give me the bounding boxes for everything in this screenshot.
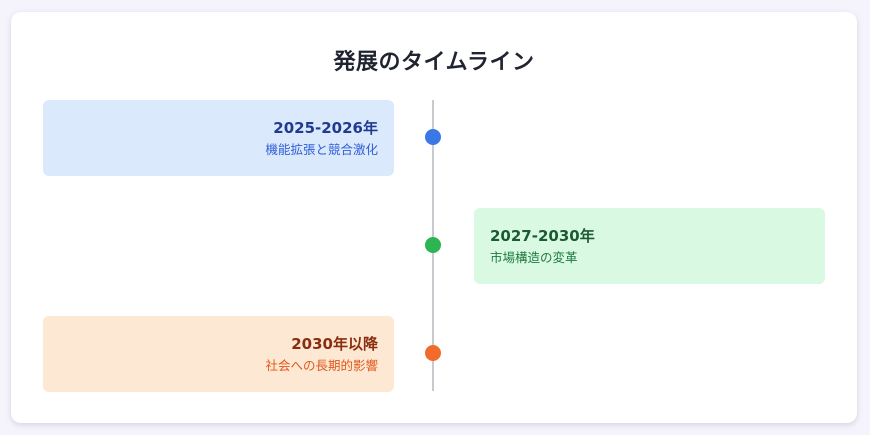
event-year: 2030年以降 bbox=[291, 335, 378, 353]
timeline-marker-dot bbox=[425, 129, 441, 145]
timeline-card: 発展のタイムライン 2025-2026年 機能拡張と競合激化 2027-2030… bbox=[11, 12, 857, 423]
timeline-event-2030-onward: 2030年以降 社会への長期的影響 bbox=[43, 316, 394, 392]
event-description: 機能拡張と競合激化 bbox=[265, 142, 378, 157]
event-year: 2027-2030年 bbox=[490, 227, 595, 245]
timeline-event-2025-2026: 2025-2026年 機能拡張と競合激化 bbox=[43, 100, 394, 176]
page-title: 発展のタイムライン bbox=[333, 50, 535, 75]
event-description: 社会への長期的影響 bbox=[265, 358, 378, 373]
timeline-event-2027-2030: 2027-2030年 市場構造の変革 bbox=[474, 208, 825, 284]
event-description: 市場構造の変革 bbox=[490, 250, 578, 265]
timeline-marker-dot bbox=[425, 237, 441, 253]
event-year: 2025-2026年 bbox=[273, 119, 378, 137]
timeline-marker-dot bbox=[425, 345, 441, 361]
